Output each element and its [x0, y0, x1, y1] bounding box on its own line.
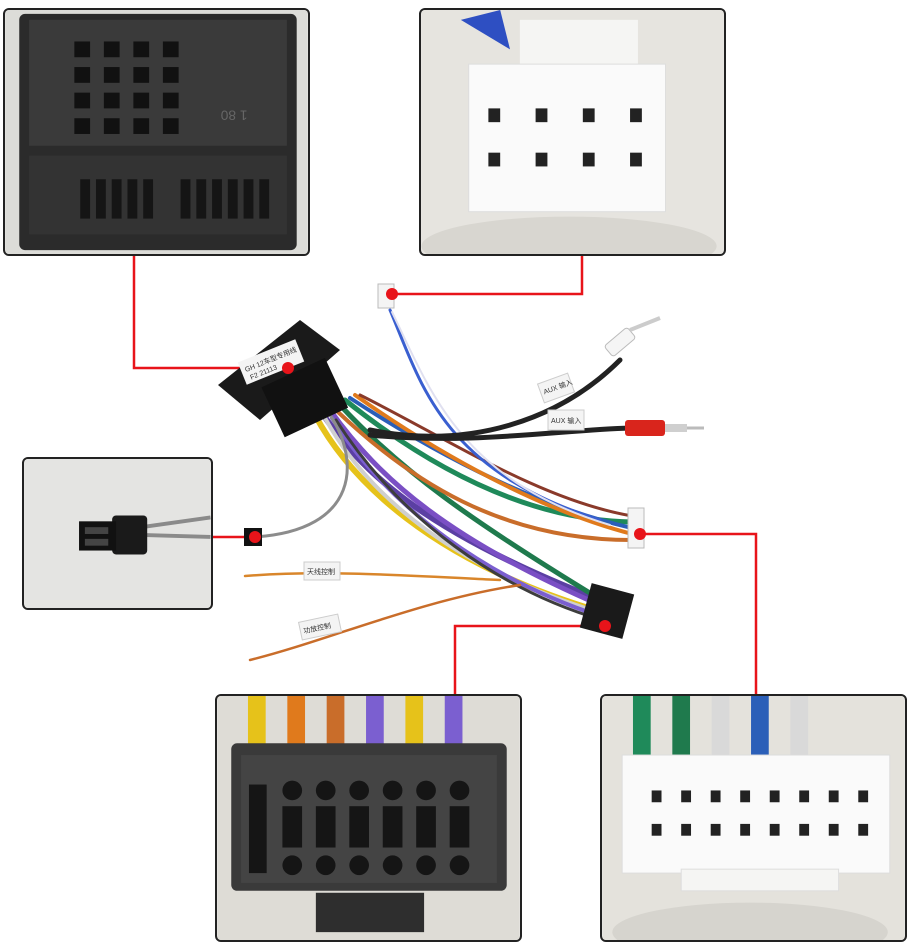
- small-white-connector-right: [627, 507, 645, 549]
- black-2pin-connector-photo: [22, 457, 213, 610]
- callout-lines: [132, 256, 758, 695]
- wire-tag-aux-white: AUX 输入: [536, 372, 576, 404]
- iso-16pin-connector: [579, 583, 635, 639]
- svg-text:天线控制: 天线控制: [307, 567, 335, 576]
- wire-tag-antenna: 天线控制: [303, 561, 341, 581]
- white-8pin-connector-photo: [419, 8, 726, 256]
- white-16pin-connector-photo: [600, 694, 907, 942]
- rca-plug-white: [604, 316, 661, 357]
- quadlock-marking: 1 80: [220, 107, 247, 122]
- rca-plug-red: [625, 420, 704, 436]
- wire-tag-aux-red: AUX 输入: [547, 409, 585, 431]
- svg-text:AUX 输入: AUX 输入: [551, 416, 581, 425]
- quadlock-connector-photo: 1 80: [3, 8, 310, 256]
- black-16pin-connector-photo: [215, 694, 522, 942]
- wire-bundle: [243, 308, 635, 662]
- wire-tag-amp: 功放控制: [297, 613, 343, 641]
- callout-dots: [249, 288, 646, 632]
